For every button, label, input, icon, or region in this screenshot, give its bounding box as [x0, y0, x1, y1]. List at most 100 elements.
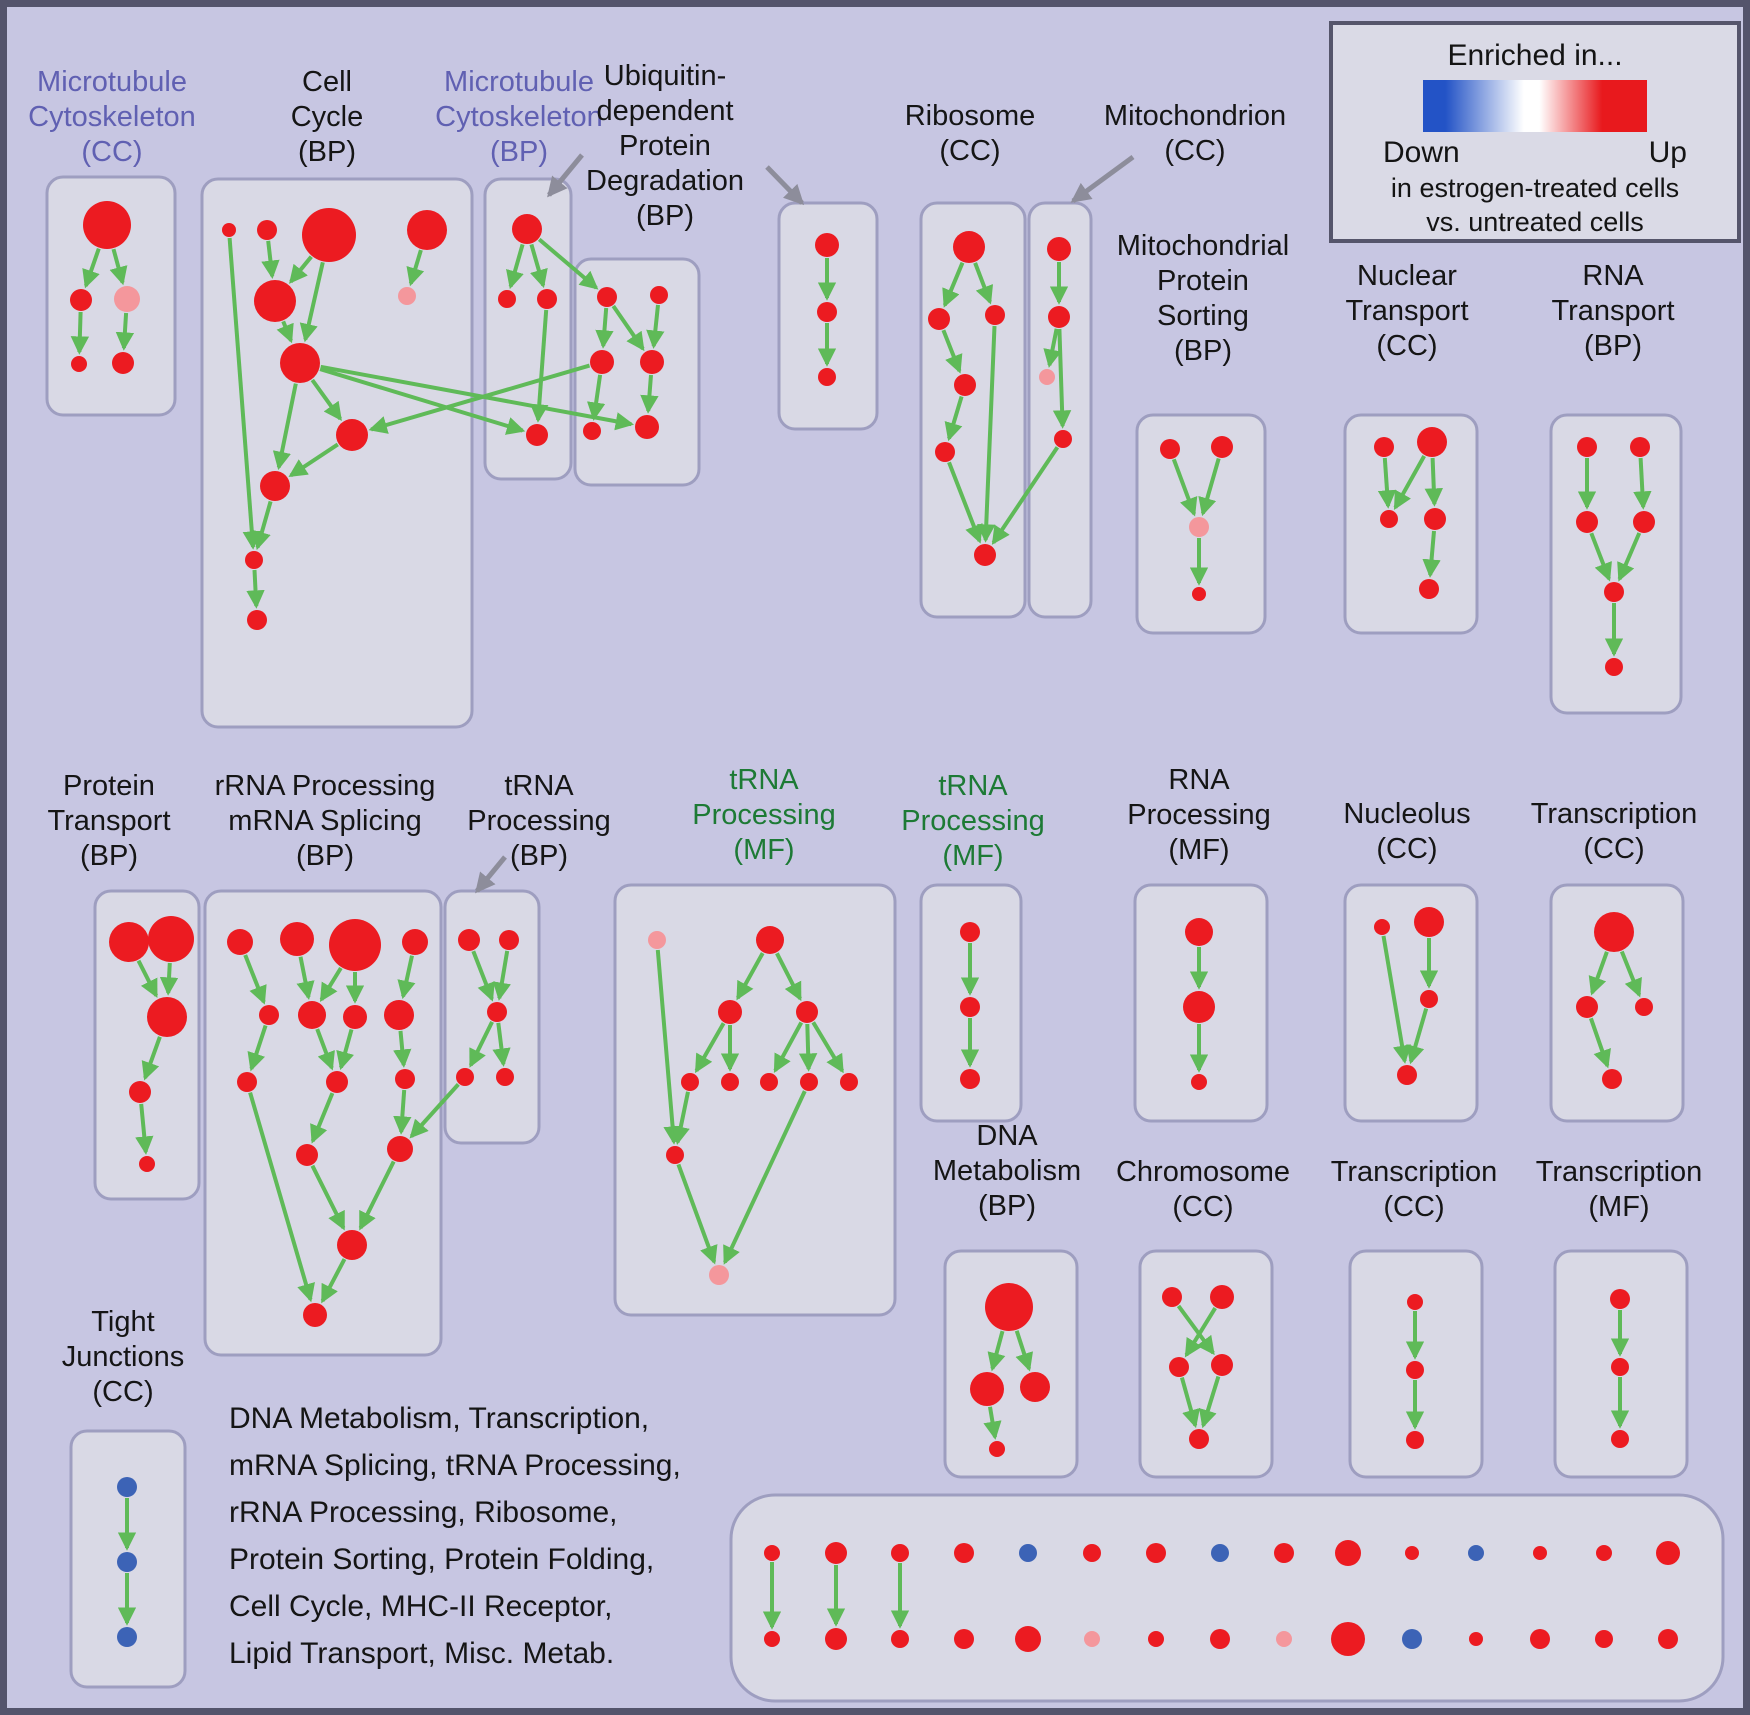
go-term-node-mb1	[498, 290, 516, 308]
relation-edge-tm1-tm2	[736, 952, 765, 1001]
relation-edge-pt1-pt2	[159, 962, 179, 996]
go-term-node-cc5	[398, 287, 416, 305]
relation-edge-ch1-ch2	[1184, 1307, 1217, 1358]
go-term-node-rb3	[954, 374, 976, 396]
relation-edge-cc6-cc7	[310, 378, 342, 422]
go-term-node-nt3	[1424, 508, 1446, 530]
go-term-node-bx22	[1210, 1629, 1230, 1649]
relation-edge-ch2-ch4	[1179, 1377, 1200, 1429]
legend-up-label: Up	[1648, 136, 1687, 169]
relation-edge-rr6-rr9	[336, 1028, 355, 1071]
go-term-node-tm10	[709, 1265, 729, 1285]
relation-edge-rt2-rt4	[1589, 532, 1612, 582]
go-term-node-bx3	[954, 1543, 974, 1563]
relation-edge-pt2-pt3	[141, 1036, 162, 1081]
relation-edge-dm0-dm1	[987, 1330, 1006, 1372]
go-term-node-rr12	[387, 1136, 413, 1162]
go-term-node-bx12	[1533, 1546, 1547, 1560]
go-term-node-pt3	[129, 1081, 151, 1103]
relation-edge-ub4-ub6	[640, 374, 659, 414]
relation-edge-tm4-tm9	[671, 1091, 690, 1146]
relation-edge-tm3-tm6	[773, 1021, 804, 1074]
relation-edge-nu0-nu3	[1381, 935, 1412, 1064]
go-term-node-pt2	[147, 997, 187, 1037]
go-term-node-ub4	[640, 350, 664, 374]
go-term-node-cc10	[247, 610, 267, 630]
go-term-node-tj0	[117, 1477, 137, 1497]
relation-edge-ms0-ms2	[1171, 458, 1198, 517]
relation-edge-ch0-ch3	[1176, 1304, 1215, 1356]
relation-edge-rt1-rt3	[1633, 457, 1652, 510]
go-term-node-mt1	[70, 289, 92, 311]
relation-edge-tm2-tm4	[694, 1022, 726, 1074]
go-term-node-bx13	[1596, 1545, 1612, 1561]
relation-edge-mt1-mt3	[70, 311, 90, 355]
cell-cycle-bp-cluster-box	[200, 177, 474, 729]
go-term-node-rr0	[227, 929, 253, 955]
go-term-node-mt4	[112, 352, 134, 374]
label-pointer-arrow	[765, 165, 805, 206]
relation-edge-tb0-tb2	[471, 950, 495, 1002]
go-term-node-bx20	[1084, 1631, 1100, 1647]
go-term-node-ud1	[817, 302, 837, 322]
ubiquitin-degradation-bp-a-cluster-box	[573, 257, 701, 487]
go-term-node-rb4	[935, 442, 955, 462]
go-term-node-bx10	[1405, 1546, 1419, 1560]
go-term-node-nu2	[1420, 990, 1438, 1008]
relation-edge-cc3-cc5	[406, 249, 425, 287]
go-term-node-tm1	[756, 926, 784, 954]
relation-edge-cc0-cc9	[227, 237, 261, 550]
go-term-node-mt3	[71, 356, 87, 372]
relation-edge-nt1-nt3	[1424, 457, 1443, 507]
go-term-node-ms1	[1211, 436, 1233, 458]
relation-edge-rb0-rb2	[973, 262, 994, 305]
ribosome-cc-cluster-box	[919, 201, 1027, 619]
legend-subtitle-line1: in estrogen-treated cells	[1390, 173, 1680, 203]
go-term-node-rr7	[384, 1000, 414, 1030]
relation-edge-rr8-rr14	[248, 1092, 315, 1303]
relation-edge-dm0-dm2	[1014, 1330, 1034, 1372]
go-term-node-ub5	[583, 422, 601, 440]
go-term-node-tf2	[960, 1069, 980, 1089]
relation-edge-tm9-tm10	[676, 1163, 718, 1265]
relation-edge-mb0-mb2	[529, 243, 548, 289]
relation-edge-rr10-rr12	[393, 1089, 412, 1135]
label-pointer-arrow	[1070, 154, 1135, 204]
go-term-node-bx14	[1656, 1541, 1680, 1565]
protein-transport-bp-cluster-box	[93, 889, 201, 1201]
go-term-node-nu0	[1374, 919, 1390, 935]
relation-edge-ub1-ub4	[611, 304, 645, 352]
legend-title: Enriched in...	[1447, 39, 1623, 72]
go-term-node-tx0	[1610, 1289, 1630, 1309]
relation-edge-rb3-rb4	[944, 395, 964, 442]
go-term-node-dm3	[989, 1441, 1005, 1457]
relation-edge-tm3-tm8	[811, 1021, 845, 1074]
relation-edge-rr7-rr10	[393, 1030, 412, 1068]
go-term-node-mb2	[537, 289, 557, 309]
go-term-node-ub6	[635, 415, 659, 439]
microtubule-cytoskeleton-bp-cluster-box	[483, 177, 573, 481]
go-term-node-rp1	[1183, 991, 1215, 1023]
go-term-node-tm5	[721, 1073, 739, 1091]
go-term-node-pt0	[109, 922, 149, 962]
relation-edge-rr9-rr11	[310, 1092, 335, 1144]
relation-edge-tm7-tm10	[723, 1090, 807, 1265]
go-network-figure	[45, 153, 1725, 1703]
go-term-node-tc1	[1576, 996, 1598, 1018]
relation-edge-cc2-cc4	[289, 255, 313, 284]
go-term-node-tm8	[840, 1073, 858, 1091]
relation-edge-cc9-cc10	[246, 569, 265, 609]
relation-edge-tb1-tb2	[492, 950, 511, 1001]
go-term-node-nu1	[1414, 907, 1444, 937]
legend-gradient-bar	[1423, 80, 1647, 132]
go-term-node-bx17	[891, 1630, 909, 1648]
go-term-node-rp0	[1185, 918, 1213, 946]
go-term-node-cc9	[245, 551, 263, 569]
relation-edge-pt3-pt4	[135, 1103, 154, 1155]
relation-edge-tm0-tm9	[655, 949, 682, 1145]
go-term-node-cc7	[336, 419, 368, 451]
go-term-node-rr10	[395, 1069, 415, 1089]
relation-edge-ub1-ub3	[595, 307, 614, 349]
relation-edge-rr11-rr13	[310, 1164, 346, 1231]
go-term-node-rt1	[1630, 437, 1650, 457]
